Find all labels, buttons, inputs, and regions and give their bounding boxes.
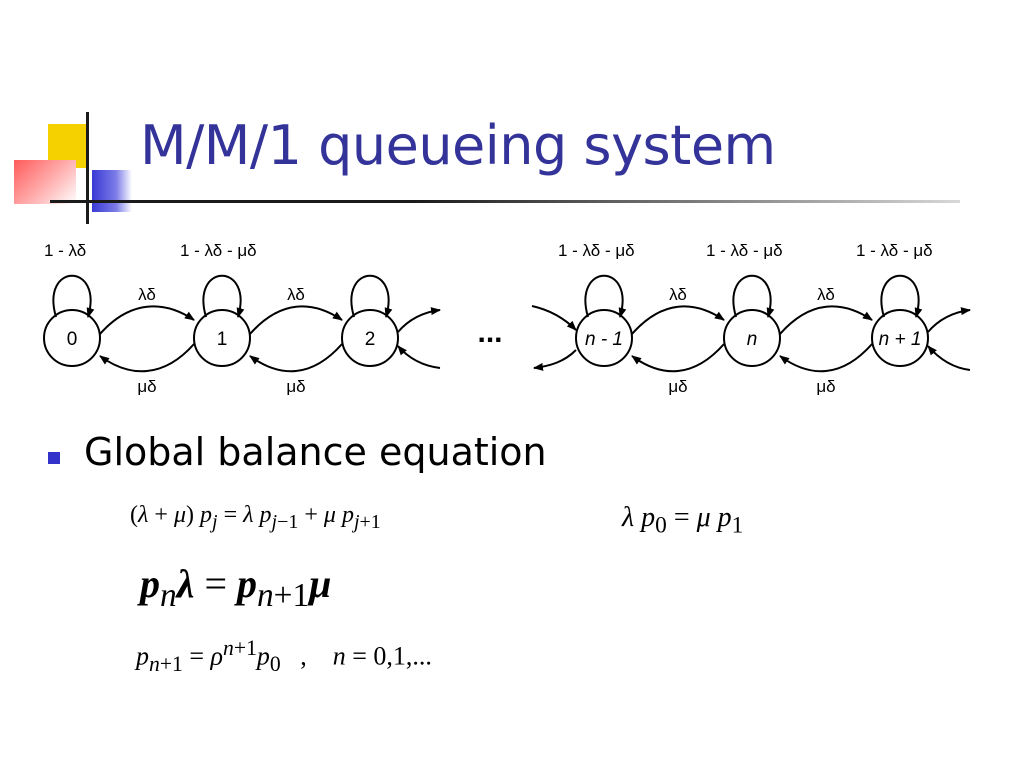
bullet-square xyxy=(48,452,60,464)
logo-blue-square xyxy=(92,170,132,212)
state-label: 0 xyxy=(67,329,78,350)
state-circle xyxy=(341,309,399,367)
bullet-text: Global balance equation xyxy=(84,430,547,474)
forward-arc xyxy=(631,305,725,335)
state-label: n - 1 xyxy=(585,329,623,350)
forward-label: λδ xyxy=(669,285,687,304)
backward-label: μδ xyxy=(668,377,687,396)
title-underline xyxy=(50,200,960,203)
state-circle xyxy=(575,309,633,367)
forward-arc xyxy=(779,305,873,335)
self-loop xyxy=(584,274,627,318)
forward-stub xyxy=(397,307,441,333)
backward-stub xyxy=(397,345,441,369)
forward-label: λδ xyxy=(138,285,156,304)
self-loop xyxy=(350,274,393,318)
ellipsis: ... xyxy=(477,316,502,349)
slide-title: M/M/1 queueing system xyxy=(140,114,776,177)
self-loop xyxy=(880,274,923,318)
logo-red-square xyxy=(14,160,76,204)
incoming-stub xyxy=(531,305,577,331)
backward-label: μδ xyxy=(286,377,305,396)
state-circle xyxy=(43,309,101,367)
backward-arc xyxy=(631,343,725,373)
self-loop xyxy=(732,274,775,318)
forward-arc xyxy=(99,305,195,335)
logo-vertical-line xyxy=(86,112,89,224)
forward-stub xyxy=(927,307,971,333)
self-loop-label: 1 - λδ - μδ xyxy=(706,241,783,260)
balance-equation-boundary: λ p0 = μ p1 xyxy=(622,502,744,539)
self-loop xyxy=(202,274,245,318)
state-diagram: 0 1 2 n - 1 n n + 1 ... 1 - λδ 1 - λδ - … xyxy=(43,241,971,396)
balance-equation-general: (λ + μ) pj = λ pj−1 + μ pj+1 xyxy=(130,502,381,533)
state-label: n xyxy=(747,329,758,350)
backward-arc xyxy=(779,343,873,373)
state-label: 1 xyxy=(217,329,228,350)
backward-label: μδ xyxy=(816,377,835,396)
state-circle xyxy=(871,309,929,367)
solution-equation: pn+1 = ρn+1p0 , n = 0,1,... xyxy=(136,636,432,676)
state-label: 2 xyxy=(365,329,376,350)
backward-stub xyxy=(927,345,971,371)
backward-arc xyxy=(99,343,195,373)
self-loop-label: 1 - λδ - μδ xyxy=(856,241,933,260)
self-loop-label: 1 - λδ - μδ xyxy=(558,241,635,260)
self-loop xyxy=(52,274,95,318)
outgoing-stub xyxy=(533,349,577,371)
state-circle xyxy=(193,309,251,367)
forward-label: λδ xyxy=(287,285,305,304)
backward-arc xyxy=(249,343,343,373)
state-circle xyxy=(723,309,781,367)
cut-equation: pnλ = pn+1μ xyxy=(140,561,332,614)
state-label: n + 1 xyxy=(879,329,922,350)
forward-label: λδ xyxy=(817,285,835,304)
backward-label: μδ xyxy=(137,377,156,396)
forward-arc xyxy=(249,305,343,335)
self-loop-label: 1 - λδ - μδ xyxy=(180,241,257,260)
self-loop-label: 1 - λδ xyxy=(44,241,86,260)
